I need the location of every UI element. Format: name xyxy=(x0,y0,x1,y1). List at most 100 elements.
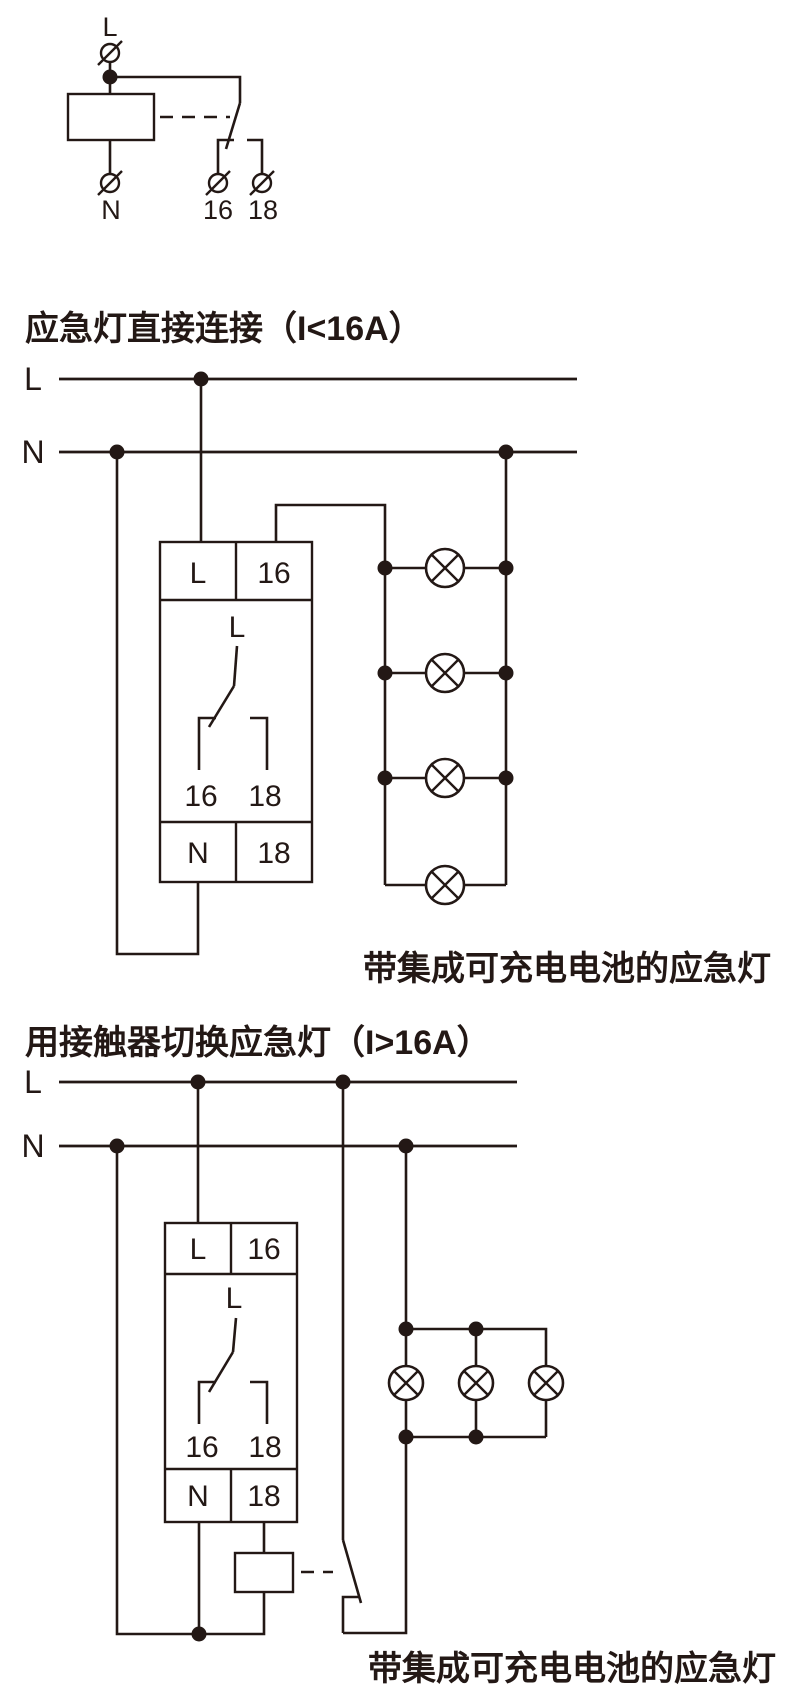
terminal-label-18: 18 xyxy=(248,195,278,225)
terminal-label-n: N xyxy=(101,195,121,225)
terminal-label-l: L xyxy=(102,12,117,42)
device-terminal-16: 16 xyxy=(257,557,290,590)
contact-18-hook xyxy=(250,716,269,770)
wire xyxy=(108,62,242,174)
lamp-circle xyxy=(424,547,466,589)
lamp-circle xyxy=(457,1364,495,1402)
lamp-bank xyxy=(387,1321,565,1445)
lamp-icon xyxy=(387,1364,425,1402)
contactor-coil-box xyxy=(233,1551,295,1594)
wire xyxy=(115,379,508,956)
screw-circle xyxy=(251,172,273,194)
lamp-icon xyxy=(424,652,466,694)
contact-18-hook xyxy=(247,138,264,174)
lamp-arms xyxy=(385,566,506,887)
contactor-contact-hook xyxy=(341,1595,359,1633)
junction-dot xyxy=(191,1626,207,1642)
contact-16-hook xyxy=(197,716,216,770)
lamp-cross xyxy=(393,1370,419,1396)
screw-circle xyxy=(99,172,121,194)
lamp-circle xyxy=(424,757,466,799)
junction-dot xyxy=(398,1429,414,1445)
switch-stub xyxy=(231,1317,238,1353)
screw-slash xyxy=(249,170,275,196)
junction-dot xyxy=(498,444,514,460)
terminal-label-16: 16 xyxy=(203,195,233,225)
lamp-icon xyxy=(457,1364,495,1402)
bus-label-n: N xyxy=(21,1128,44,1164)
screw-terminal-icon xyxy=(249,170,275,196)
lamp-cross xyxy=(430,553,460,583)
junction-dot xyxy=(193,371,209,387)
device-terminal-18: 18 xyxy=(257,837,290,870)
screw-slash xyxy=(205,170,231,196)
junction-dot xyxy=(398,1138,414,1154)
device-dividers xyxy=(165,1223,297,1522)
junction-dot xyxy=(398,1321,414,1337)
emergency-relay-device: L 16 N 18 L 16 18 xyxy=(163,1221,299,1524)
lamp-circle xyxy=(424,652,466,694)
junction-dot xyxy=(498,665,514,681)
device-terminal-18: 18 xyxy=(247,1480,280,1513)
screw-terminal-icon xyxy=(97,40,123,66)
bus-label-l: L xyxy=(24,361,42,397)
bus-label-n: N xyxy=(21,434,44,470)
switch-contact-16-label: 16 xyxy=(185,1431,218,1464)
device-terminal-l: L xyxy=(190,557,207,590)
section-title: 用接触器切换应急灯（I>16A） xyxy=(25,1023,491,1062)
device-terminal-n: N xyxy=(187,1480,209,1513)
lamp-cross xyxy=(430,870,460,900)
device-terminal-l: L xyxy=(190,1233,207,1266)
switch-common-label: L xyxy=(226,1282,243,1315)
junction-dot xyxy=(109,444,125,460)
lamp-cross xyxy=(430,658,460,688)
junction-dot xyxy=(377,560,393,576)
switch-contact-18-label: 18 xyxy=(248,780,281,813)
junction-dot xyxy=(335,1074,351,1090)
contactor-switching-diagram: 用接触器切换应急灯（I>16A） L N L 16 N 18 L 16 18 xyxy=(21,1023,776,1688)
lamp-circle xyxy=(387,1364,425,1402)
lamp-cross xyxy=(430,763,460,793)
junction-dot xyxy=(498,770,514,786)
screw-terminal-icon xyxy=(97,170,123,196)
junction-dot xyxy=(109,1138,125,1154)
junction-dot xyxy=(498,560,514,576)
contact-16-hook xyxy=(216,138,234,174)
emergency-relay-device: L 16 N 18 L 16 18 xyxy=(158,540,314,884)
wire xyxy=(115,1082,408,1636)
lamp-icon xyxy=(424,757,466,799)
switch-contact-18-label: 18 xyxy=(248,1431,281,1464)
junction-dot xyxy=(377,665,393,681)
lamp-circle xyxy=(424,864,466,906)
lamp-rails xyxy=(404,1327,548,1439)
section-title: 应急灯直接连接（I<16A） xyxy=(25,309,423,348)
junction-dot xyxy=(190,1074,206,1090)
contact-18-hook xyxy=(250,1380,269,1424)
screw-slash xyxy=(97,170,123,196)
switch-stub xyxy=(232,645,239,687)
contactor-blade xyxy=(341,1539,363,1604)
direct-connection-diagram: 应急灯直接连接（I<16A） L N L 16 N 18 L 16 18 xyxy=(21,309,771,988)
lamp-bank xyxy=(377,547,514,906)
screw-terminal-icon xyxy=(205,170,231,196)
relay-coil-box xyxy=(66,92,156,142)
switch-contact-16-label: 16 xyxy=(184,780,217,813)
lamp-cross xyxy=(463,1370,489,1396)
lamp-icon xyxy=(424,547,466,589)
lamp-cross xyxy=(533,1370,559,1396)
contact-16-hook xyxy=(197,1380,216,1424)
junction-dot xyxy=(377,770,393,786)
screw-slash xyxy=(97,40,123,66)
device-terminal-16: 16 xyxy=(247,1233,280,1266)
switch-blade xyxy=(224,102,242,150)
screw-circle xyxy=(207,172,229,194)
contactor xyxy=(233,1539,363,1633)
bus-label-l: L xyxy=(24,1064,42,1100)
diagram-caption: 带集成可充电电池的应急灯 xyxy=(363,950,771,988)
junction-dot xyxy=(468,1429,484,1445)
lamp-icon xyxy=(424,864,466,906)
junction-dot xyxy=(468,1321,484,1337)
top-terminal-schematic: L N 16 18 xyxy=(66,12,278,225)
